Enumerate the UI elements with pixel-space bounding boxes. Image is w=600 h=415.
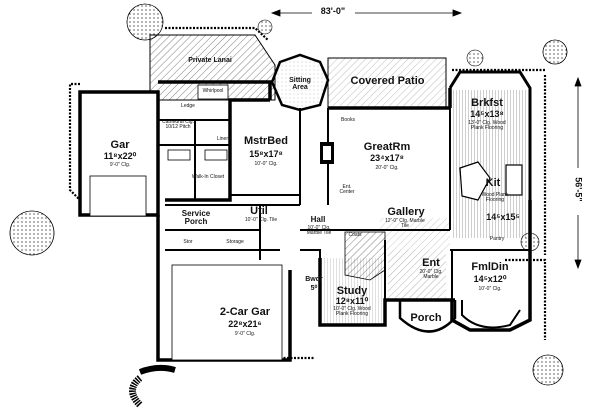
whirlpool-label: Whirlpool [202, 88, 224, 94]
kit-size: 14⁵x15⁵ [486, 212, 520, 222]
width-dimension: 83'-0" [320, 6, 346, 16]
car-gar-name: 2-Car Gar [219, 306, 271, 318]
fmldin-name: FmlDin [471, 261, 509, 273]
car-gar-note: 9'-0" Clg. [234, 331, 256, 337]
mstr-bed-size: 15⁸x17⁸ [249, 149, 283, 159]
great-rm-note: 20'-0" Clg. [375, 165, 399, 171]
master-bath-fixtures [167, 84, 229, 161]
hall-name: Hall [310, 215, 326, 224]
kit-note: Wood Plank Flooring [481, 192, 509, 203]
private-lanai-label: Private Lanai [188, 57, 232, 64]
brkfst-bay [448, 70, 532, 200]
kit-name: Kit [485, 177, 501, 189]
great-rm-name: GreatRm [363, 141, 411, 153]
books-label: Books [341, 117, 355, 123]
brkfst-size: 14⁵x13⁸ [470, 109, 504, 119]
side-garage-door [89, 175, 147, 217]
walk-in-closet-label: Walk-In Closet [191, 174, 225, 180]
depth-dimension: 56'-5" [573, 177, 584, 202]
depth-dimension-line [574, 76, 582, 270]
linen-label: Linen [216, 136, 230, 142]
gar-side-note: 9'-0" Clg. [109, 162, 131, 168]
covered-patio-label: Covered Patio [350, 75, 425, 87]
landscaping-shrubs [9, 3, 568, 386]
front-porch [398, 300, 457, 333]
fmldin-size: 14⁵x12⁰ [473, 274, 507, 284]
service-porch-label: Service Porch [181, 209, 211, 226]
sitting-area-shape [270, 53, 330, 112]
util-name: Util [250, 205, 268, 217]
exterior-walls [156, 80, 532, 362]
mstr-bed-note: 10'-0" Clg. [254, 161, 278, 167]
study-size: 12⁸x11⁰ [335, 296, 369, 306]
two-car-garage-door [171, 264, 283, 361]
ent-note: 20'-0" Clg. Marble [419, 269, 443, 280]
study-name: Study [336, 285, 368, 297]
storage-label: Storage [226, 239, 244, 245]
bwdr-name: Bwdr [305, 276, 323, 283]
gallery-name: Gallery [387, 206, 425, 218]
study-floor [322, 258, 384, 324]
fmldin-bay [461, 300, 521, 329]
pantry-label: Pantry [489, 236, 505, 242]
covered-patio [327, 57, 447, 109]
cathedral-label: Cathedral Clg. 10/12 Pitch [162, 119, 194, 130]
interior-walls [158, 108, 530, 300]
sitting-area-label: Sitting Area [289, 77, 311, 91]
bwdr-size: 5⁰ [310, 285, 318, 292]
coats-label: Coats [348, 232, 362, 238]
brkfst-note: 13'-0" Clg. Wood Plank Flooring [468, 120, 506, 131]
ent-name: Ent [422, 257, 440, 269]
brkfst-name: Brkfst [471, 97, 503, 109]
entry-floor [388, 250, 446, 300]
ent-center-label: Ent. Center [339, 184, 355, 195]
gar-side-name: Gar [110, 139, 130, 151]
stor-label: Stor [183, 239, 193, 245]
garage-walkway [138, 364, 176, 375]
hall-note: 10'-0" Clg. Marble Tile [306, 225, 332, 236]
gallery-note: 12'-0" Clg. Marble Tile [385, 218, 425, 229]
mstr-bed-name: MstrBed [243, 135, 288, 147]
study-note: 10'-0" Clg. Wood Plank Flooring [333, 306, 371, 317]
gallery-floor [380, 218, 450, 250]
gar-side-size: 11⁸x22⁰ [103, 151, 137, 161]
util-note: 10'-0" Clg. Tile [244, 217, 278, 223]
width-dimension-line [270, 9, 463, 17]
car-gar-size: 22⁸x21⁶ [228, 319, 262, 329]
brkfst-floor [452, 90, 528, 238]
ledge-label: Ledge [181, 103, 195, 109]
porch-name: Porch [410, 312, 442, 324]
great-rm-size: 23⁴x17⁸ [370, 153, 404, 163]
fmldin-note: 10'-0" Clg. [478, 286, 502, 292]
kitchen-island [459, 161, 523, 201]
